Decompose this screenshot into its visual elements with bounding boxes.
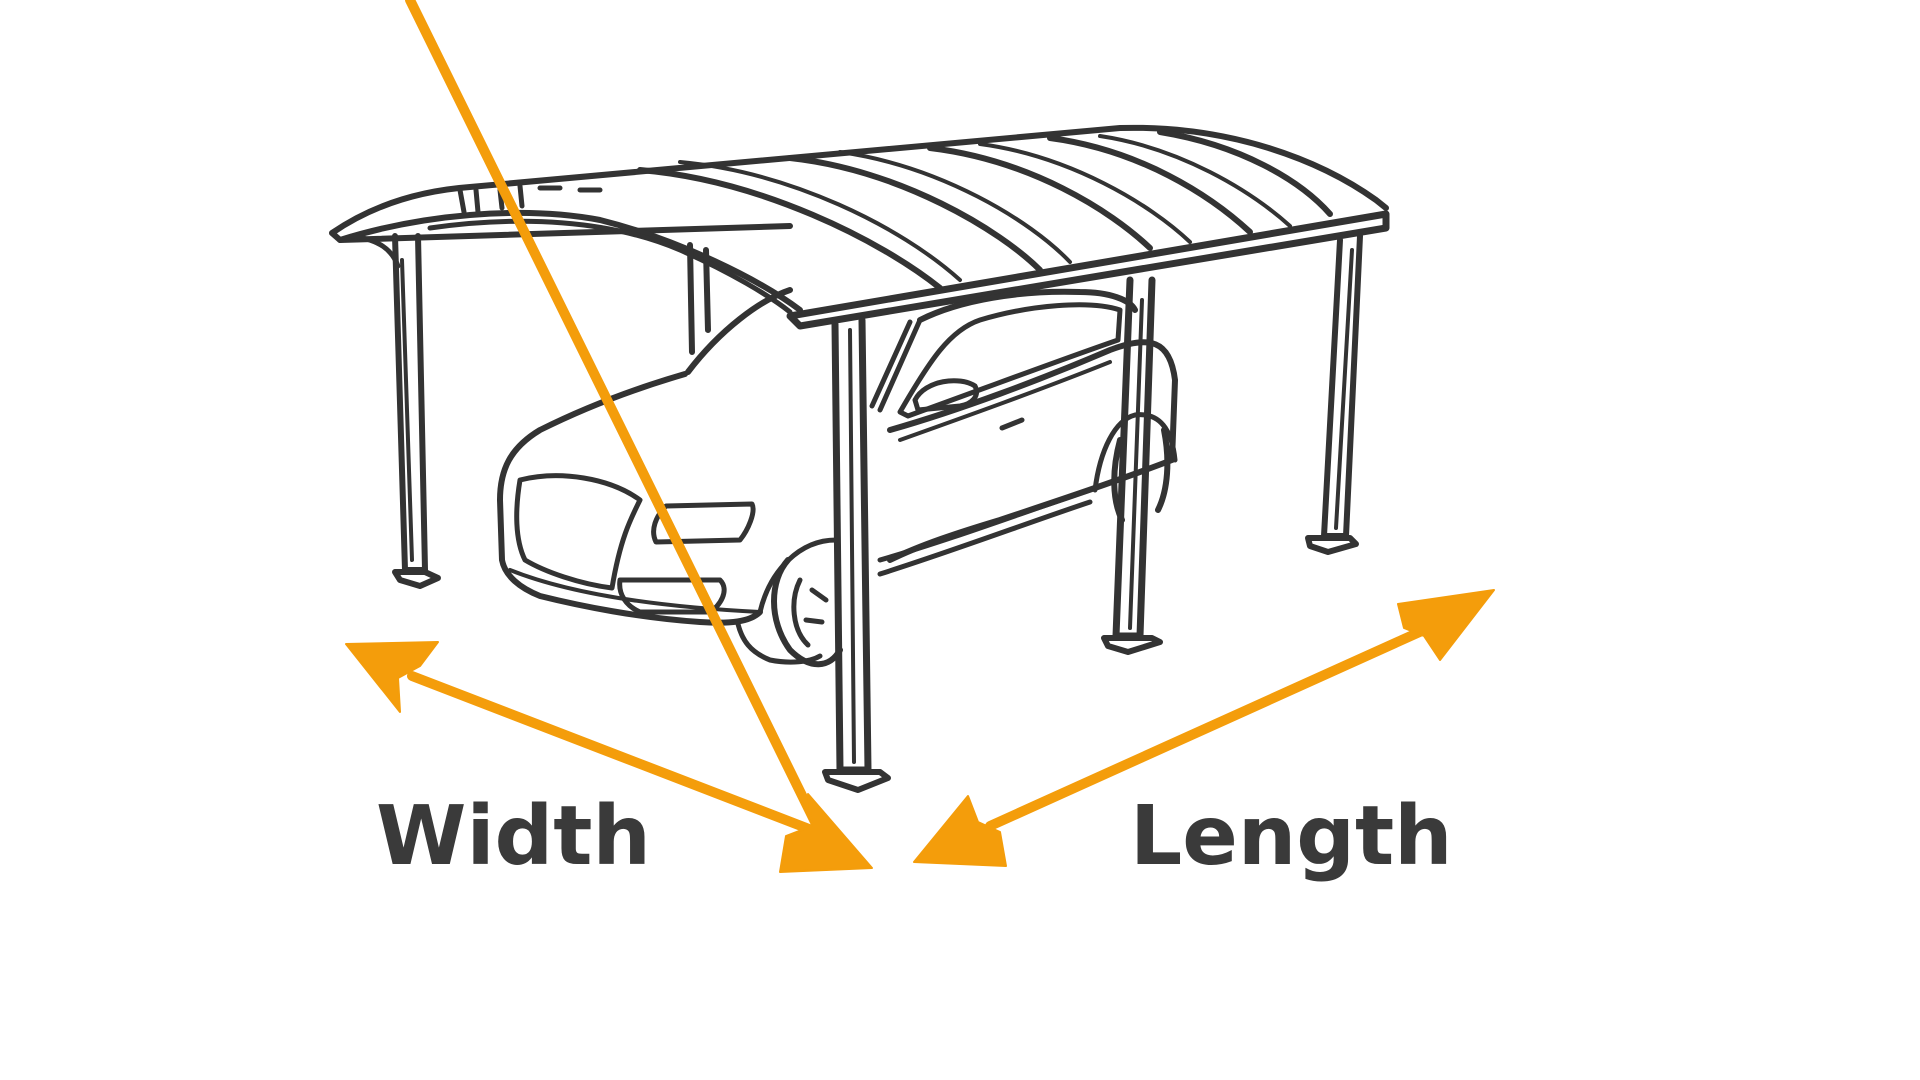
middle-back-post bbox=[687, 242, 711, 355]
car-hood bbox=[685, 287, 793, 375]
car-front-face bbox=[497, 497, 763, 626]
car-rocker bbox=[877, 487, 1093, 577]
car-rear-wheel-arch bbox=[1092, 412, 1178, 493]
left-back-post bbox=[349, 233, 441, 589]
roof-left-curve-inner bbox=[427, 218, 793, 315]
car-headlight-left bbox=[514, 473, 643, 591]
car-door-handle bbox=[999, 417, 1025, 431]
car-body-belt bbox=[898, 360, 1112, 442]
car-headlight-right bbox=[651, 501, 756, 545]
car-hood-front bbox=[497, 371, 688, 503]
car-side-window bbox=[897, 302, 1123, 419]
car-front-wheel-arch bbox=[757, 537, 839, 615]
length-label: Length bbox=[1130, 789, 1453, 884]
width-label: Width bbox=[376, 789, 651, 884]
roof-rib-2 bbox=[787, 155, 1043, 273]
width-arrowhead-left bbox=[345, 641, 439, 713]
back-right-post bbox=[1305, 233, 1363, 555]
car-tire-bottom bbox=[735, 621, 823, 665]
length-arrow-shaft bbox=[985, 625, 1429, 831]
car-front-wheel-inner bbox=[791, 577, 829, 648]
length-arrowhead-left bbox=[913, 795, 1007, 867]
car-roofline bbox=[917, 288, 1138, 323]
width-arrow-shaft bbox=[405, 0, 825, 837]
length-arrowhead-right bbox=[1397, 589, 1495, 661]
roof-left-curve bbox=[337, 209, 803, 313]
carport-roof bbox=[329, 124, 1390, 330]
width-arrow bbox=[345, 0, 873, 873]
roof-rib-4 bbox=[1047, 135, 1253, 235]
roof-front-beam bbox=[786, 210, 1390, 330]
width-arrowhead-right bbox=[779, 793, 873, 873]
roof-left-truss bbox=[457, 183, 603, 215]
roof-panel-lines bbox=[678, 134, 1292, 282]
car-front-wheel bbox=[771, 557, 843, 668]
length-arrow bbox=[913, 589, 1495, 867]
roof-rib-1 bbox=[637, 167, 943, 291]
car-a-pillar bbox=[869, 317, 923, 413]
front-right-post bbox=[1101, 276, 1163, 655]
car-mirror bbox=[912, 378, 979, 413]
car-bumper bbox=[508, 568, 762, 614]
roof-rib-3 bbox=[927, 145, 1153, 251]
front-center-post bbox=[822, 316, 891, 793]
car-rear-wheel bbox=[1111, 427, 1171, 523]
car bbox=[497, 287, 1178, 668]
roof-rib-5 bbox=[1157, 129, 1333, 217]
